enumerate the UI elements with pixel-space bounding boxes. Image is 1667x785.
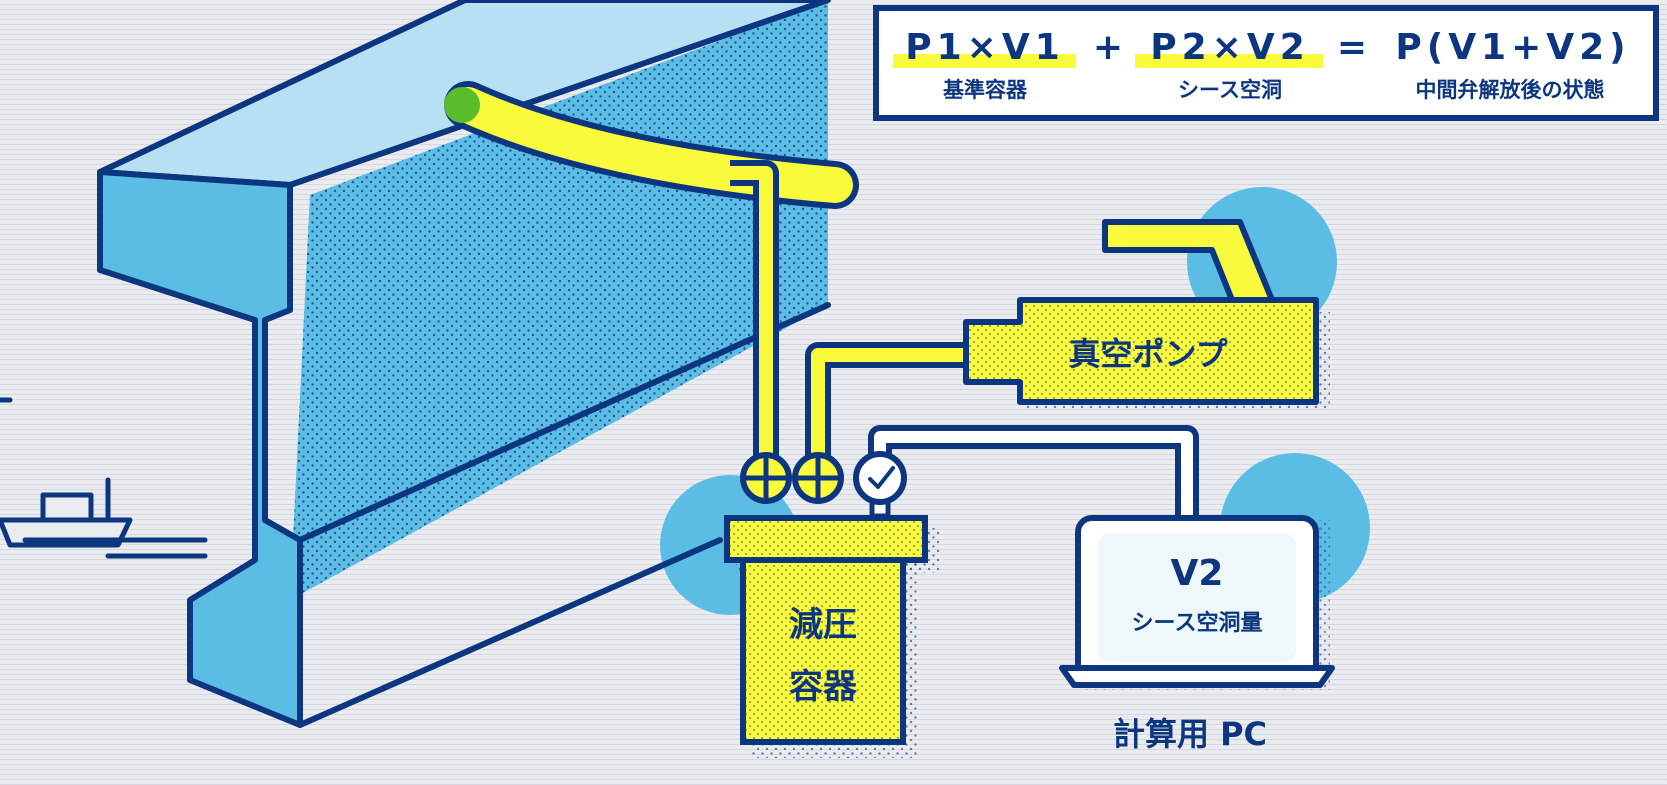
duct-opening [444, 87, 480, 123]
vessel-label-line2: 容器 [789, 667, 858, 707]
decompression-vessel: 減圧 容器 [724, 515, 941, 758]
formula-result: P(V1+V2) [1395, 27, 1630, 68]
valve-icon [740, 452, 792, 504]
highlight-term2 [1135, 54, 1323, 68]
laptop-pc: V2 シース空洞量 計算用 PC [1059, 515, 1335, 753]
pressure-gauge-icon [853, 451, 907, 519]
pipe-pump-to-vessel [805, 342, 966, 472]
vessel-label-line1: 減圧 [789, 605, 857, 645]
vacuum-pump: 真空ポンプ [963, 219, 1330, 410]
cable-gauge-to-pc [868, 425, 1199, 518]
valve-icon [792, 452, 844, 504]
formula-label-reference-vessel: 基準容器 [943, 78, 1028, 102]
formula-label-sheath-cavity: シース空洞 [1178, 78, 1282, 102]
girder-cross-section [97, 169, 303, 728]
screen-caption: シース空洞量 [1132, 610, 1263, 636]
laptop-base [1059, 665, 1335, 688]
boat-icon [0, 397, 208, 559]
highlight-term1 [893, 54, 1076, 68]
formula-box: P1×V1 + P2×V2 = P(V1+V2) 基準容器 シース空洞 中間弁解… [873, 5, 1659, 121]
pc-label: 計算用 PC [1113, 715, 1267, 753]
formula-equals: = [1337, 27, 1367, 68]
screen-value: V2 [1171, 553, 1224, 594]
formula-term1: P1×V1 [905, 27, 1065, 68]
formula-term2: P2×V2 [1150, 27, 1310, 68]
pipe-duct-to-vessel [730, 160, 779, 472]
formula-label-after-valve-open: 中間弁解放後の状態 [1416, 78, 1605, 102]
vacuum-pump-label: 真空ポンプ [1068, 335, 1228, 373]
formula-plus: + [1093, 27, 1123, 68]
